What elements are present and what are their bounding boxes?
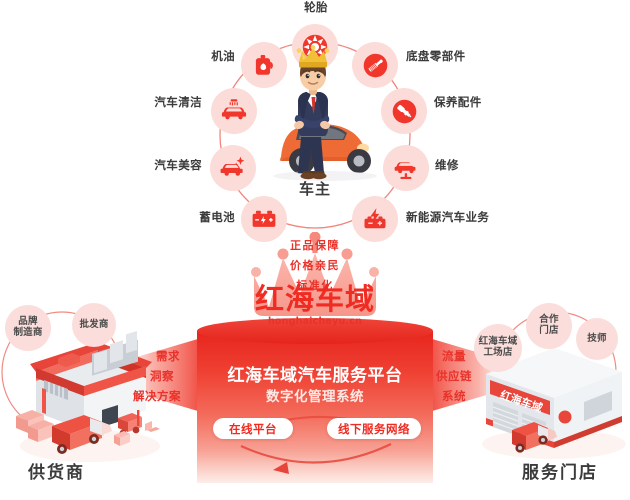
store-truck [512,422,557,453]
ring-label-detailing: 汽车美容 [154,158,202,172]
chassis-part-icon [363,53,387,77]
ring-node-engine-oil[interactable] [241,42,287,88]
ring-node-battery[interactable] [241,196,287,242]
crown-icon [296,45,330,68]
service-store-group: 红海车域 [448,300,630,500]
ring-label-chassis: 底盘零部件 [406,49,466,63]
supplier-bubble-wholesaler-label: 批发商 [79,318,109,330]
oil-can-icon [255,54,273,75]
brand-name: 红海车域 [254,282,375,316]
ring-label-battery: 蓄电池 [199,210,235,224]
online-platform-pill[interactable]: 在线平台 [213,418,293,439]
slogan-line-2: 价格亲民 [290,259,340,272]
right-flow-text-3: 系统 [442,389,466,403]
store-bubble-technician-label: 技师 [587,332,607,344]
supplier-bubble-brand-line1: 品牌 [18,316,38,328]
supplier-crates [16,410,54,442]
left-flow-wedge [106,336,208,414]
brand-url: honghaicheyu.cn [267,316,363,327]
supplier-bubble-wholesaler[interactable]: 批发商 [72,303,116,347]
right-flow-wedge [422,336,524,414]
ring-node-repair[interactable] [383,145,429,191]
store-bubble-workshop-line2: 工场店 [483,347,513,358]
ring-node-car-wash[interactable] [211,88,257,134]
ev-battery-icon [364,208,386,229]
store-section-label: 服务门店 [522,463,598,483]
ring-node-maintenance-parts[interactable] [381,88,427,134]
ring-label-maintenance-parts: 保养配件 [434,95,482,109]
spark-plug-icon [392,99,416,123]
owner-label: 车主 [298,180,331,198]
supplier-bubble-brand-line2: 制造商 [13,327,43,338]
ring-label-tire: 轮胎 [304,0,328,14]
left-flow-text-2: 洞察 [150,369,174,383]
platform-title: 红海车域汽车服务平台 [227,366,403,386]
delivery-truck [52,415,112,454]
crown-badge: 正品保障 价格亲民 标准化 红海车域 honghaicheyu.cn [190,232,440,352]
supplier-section-label: 供货商 [28,463,85,483]
circular-flow-arrows [238,415,395,474]
cylinder-top [197,318,433,344]
left-flow-text-1: 需求 [156,349,180,363]
ring-label-engine-oil: 机油 [211,49,235,63]
ring-label-ev-business: 新能源汽车业务 [406,210,490,224]
service-store-illustration: 红海车域 [482,348,626,459]
platform-subtitle: 数字化管理系统 [266,389,364,405]
store-bubble-technician[interactable]: 技师 [576,318,618,360]
businessman-figure [294,45,330,180]
service-ring: 轮胎 底盘零部件 [154,0,490,242]
ring-node-detailing[interactable] [210,145,256,191]
offline-network-pill[interactable]: 线下服务网络 [327,418,421,439]
supplier-bubble-brand-manufacturer[interactable]: 品牌 制造商 [5,305,51,351]
left-flow-text-3: 解决方案 [133,389,181,403]
ring-label-car-wash: 汽车清洁 [154,95,202,109]
supplier-group: 品牌 制造商 批发商 供货商 [0,300,180,500]
slogan-line-3: 标准化 [296,279,334,292]
cylinder-body [197,331,433,483]
supplier-warehouse-illustration [16,330,160,462]
battery-icon [252,210,276,227]
crown-shape [251,232,379,316]
right-flow-text-2: 供应链 [436,369,472,383]
right-flow-text-1: 流量 [442,349,466,363]
ring-node-ev-business[interactable] [352,196,398,242]
car-lift-icon [394,162,416,179]
car-wash-icon [221,99,247,120]
ring-node-chassis[interactable] [352,42,398,88]
platform-cylinder: 红海车域汽车服务平台 数字化管理系统 在线平台 线下服务网络 [197,318,433,483]
store-bubble-partner-store[interactable]: 合作 门店 [526,303,572,349]
store-bubble-partner-line1: 合作 [539,314,559,326]
store-bubble-workshop-line1: 红海车域 [478,336,518,348]
ring-label-repair: 维修 [435,158,459,172]
car-polish-icon [220,156,245,176]
car-owner-illustration [255,45,385,195]
slogan-line-1: 正品保障 [290,239,340,252]
store-bubble-partner-line2: 门店 [539,325,559,336]
store-bubble-honghai-workshop[interactable]: 红海车域 工场店 [474,324,522,372]
